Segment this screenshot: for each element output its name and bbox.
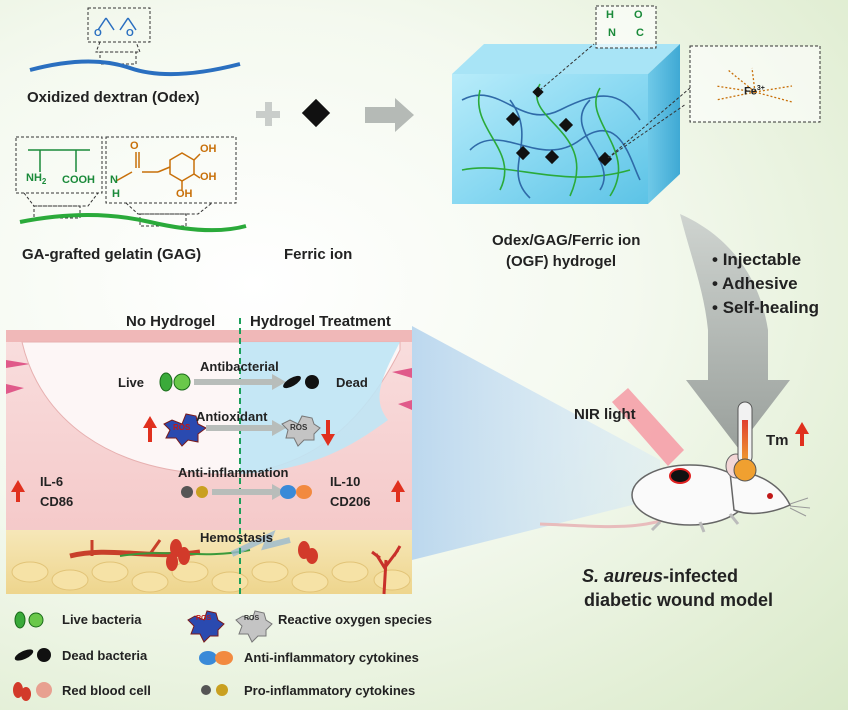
il10-label: IL-10 xyxy=(330,474,361,489)
svg-text:O: O xyxy=(126,28,134,39)
gag-structure xyxy=(15,136,247,233)
live-label: Live xyxy=(118,375,145,390)
amide-box-h: H xyxy=(606,9,614,21)
antioxidant-label: Antioxidant xyxy=(196,409,268,424)
legend-anti-cytokines: Anti-inflammatory cytokines xyxy=(244,650,419,665)
odex-label: Oxidized dextran (Odex) xyxy=(27,89,200,106)
mouse-caption-line1: S. aureus-infected xyxy=(582,566,739,586)
ferric-ion-diamond xyxy=(301,98,331,128)
legend-live-bacteria: Live bacteria xyxy=(62,612,142,627)
hydrogel-label-2: (OGF) hydrogel xyxy=(506,253,616,270)
ros-icon-text-red: ROS xyxy=(173,423,191,432)
hemostasis-label: Hemostasis xyxy=(200,530,273,545)
fe-coordination-box xyxy=(689,45,821,123)
tm-label: Tm xyxy=(766,432,789,449)
odex-structure: O O xyxy=(29,7,241,77)
header-hydrogel-treatment: Hydrogel Treatment xyxy=(250,313,391,330)
projection-beam xyxy=(412,326,660,560)
legend-dead-bacteria: Dead bacteria xyxy=(62,648,148,663)
oh3-label: OH xyxy=(176,188,193,200)
arrow-right xyxy=(365,98,414,132)
ros-icon-text-grey: ROS xyxy=(290,423,308,432)
gelatin-chain xyxy=(19,213,247,233)
hydrogel-label-1: Odex/GAG/Ferric ion xyxy=(492,232,641,249)
legend-ros: Reactive oxygen species xyxy=(278,612,432,627)
hydrogel-cube xyxy=(452,43,691,204)
ferric-label: Ferric ion xyxy=(284,246,353,263)
legend-pro-cytokines: Pro-inflammatory cytokines xyxy=(244,683,416,698)
wound-panel xyxy=(6,318,412,595)
property-adhesive: • Adhesive xyxy=(712,274,798,293)
amide-h-label: H xyxy=(112,188,120,200)
oh2-label: OH xyxy=(200,171,217,183)
dead-label: Dead xyxy=(336,375,368,390)
arrow-down xyxy=(680,214,790,448)
amide-box-o: O xyxy=(634,9,643,21)
hydrogel-fill xyxy=(240,342,400,474)
header-no-hydrogel: No Hydrogel xyxy=(126,313,216,330)
amide-n-label: N xyxy=(110,174,118,186)
antibacterial-label: Antibacterial xyxy=(200,359,279,374)
cd206-label: CD206 xyxy=(330,494,371,509)
amide-box xyxy=(595,5,657,49)
gag-label: GA-grafted gelatin (GAG) xyxy=(22,246,202,263)
fe-label: Fe3+ xyxy=(744,85,765,98)
property-injectable: • Injectable xyxy=(712,250,802,269)
legend-ros-icon-red-text: ROS xyxy=(196,615,212,622)
dextran-chain xyxy=(29,59,241,77)
amide-box-n: N xyxy=(608,27,616,39)
nir-label: NIR light xyxy=(574,406,636,423)
cooh-label: COOH xyxy=(62,174,95,186)
plus-sign xyxy=(256,102,280,126)
amide-o-label: O xyxy=(130,140,139,152)
anti-inflammation-label: Anti-inflammation xyxy=(178,465,289,480)
thermometer-icon xyxy=(733,401,809,482)
amide-box-c: C xyxy=(636,27,644,39)
cd86-label: CD86 xyxy=(40,494,74,509)
oh1-label: OH xyxy=(200,143,217,155)
mouse-illustration xyxy=(539,388,811,533)
wound-icons xyxy=(11,372,405,502)
nir-beam xyxy=(612,388,684,466)
svg-text:O: O xyxy=(94,28,102,39)
legend-icons xyxy=(13,610,273,701)
property-self-healing: • Self-healing xyxy=(712,298,820,317)
property-list: • Injectable • Adhesive • Self-healing xyxy=(712,250,819,318)
legend-ros-icon-grey-text: ROS xyxy=(244,615,260,622)
mouse-caption-line2: diabetic wound model xyxy=(584,590,774,610)
legend-red-blood-cell: Red blood cell xyxy=(62,683,151,698)
il6-label: IL-6 xyxy=(40,474,64,489)
nh2-label: NH2 xyxy=(26,172,47,187)
